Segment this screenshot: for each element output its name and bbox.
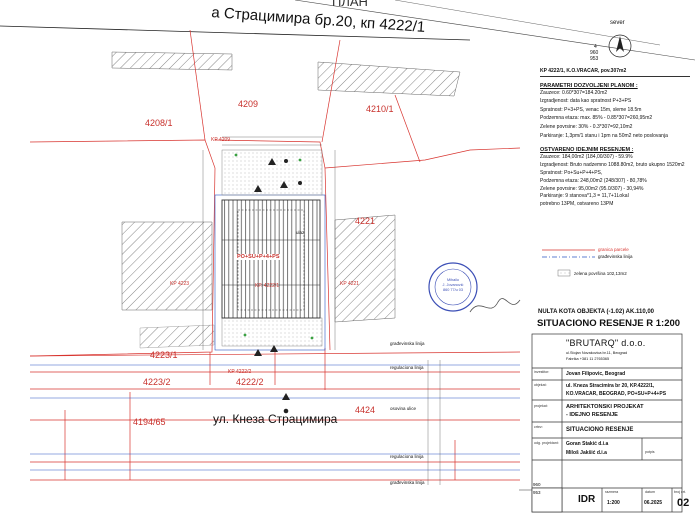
plan-param-line: Spratnost: P+3+PS, venac 15m, sleme 18.5…: [540, 106, 642, 113]
object-label: objekat:: [534, 383, 547, 387]
parcel-header: KP 4222/1, K.O.VRACAR, pov.307m2: [540, 68, 690, 77]
kp-label-4221: KP 4221: [340, 281, 360, 287]
neighbour-building-e: [334, 214, 396, 323]
plan-param-line: Izgradjenost: data kao spratnost P+3+PS: [540, 98, 632, 105]
parameters-panel: KP 4222/1, K.O.VRACAR, pov.307m2 PARAMET…: [540, 68, 690, 207]
neighbour-building-nw: [111, 51, 233, 71]
author-value-1: Goran Stakić d.i.a: [566, 441, 609, 447]
signature-label: potpis: [645, 450, 655, 454]
object-value-2: KO.VRACAR, BEOGRAD, PO+SU+P+4+PS: [566, 391, 667, 397]
north-arrow-graphic: [608, 34, 632, 58]
stamp-text-b: J. Jovanović: [442, 283, 464, 287]
firm-name: "BRUTARQ" d.o.o.: [566, 338, 646, 348]
scale-label: razmera: [605, 490, 619, 494]
parcel-label-4223-1: 4223/1: [150, 350, 178, 360]
achieved-param-line: potrebno 13PM, ostvareno 13PM: [540, 200, 614, 207]
plan-param-line: Parkiranje: 1,3pm/1 stanu i 1pm na 50m2 …: [540, 132, 668, 139]
sheet-number: 02: [677, 497, 690, 509]
neighbour-building-w: [121, 221, 213, 311]
investor-value: Jovan Filipovic, Beograd: [566, 371, 626, 377]
project-value-1: ARHITEKTONSKI PROJEKAT: [566, 404, 644, 410]
parcel-label-4194: 4194/65: [133, 417, 166, 427]
plan-param-line: Podzemna etaza: max. 85% - 0.85*307=260,…: [540, 115, 653, 122]
date-value: 06.2025: [644, 500, 663, 506]
achieved-params-title: OSTVARENO IDEJNIM RESENJEM :: [540, 147, 634, 154]
kp-label-4209: KP 4209: [211, 137, 231, 143]
label-reg-line-bottom: regulaciona linija: [390, 454, 424, 459]
achieved-param-line: Podzemna etaza: 248,00m2 (248/307) - 80,…: [540, 177, 647, 184]
kp-label-4222-1: KP. 4222/1: [255, 283, 280, 289]
stamp-text: Mihailo J. Jovanović 860 77/u 03: [433, 278, 473, 293]
label-osovina: osovina ulice: [390, 406, 417, 411]
corner-mark-a: 960: [533, 482, 541, 487]
stamp-text-c: 860 77/u 03: [442, 288, 464, 292]
neighbour-building-sw: [139, 324, 215, 349]
author-label: odg. projektant:: [534, 441, 559, 445]
phase-code: IDR: [578, 494, 596, 505]
parcel-label-4210: 4210/1: [366, 104, 394, 114]
project-value-2: - IDEJNO RESENJE: [566, 412, 618, 418]
north-scale-a: 960: [590, 50, 599, 56]
parcel-label-4424: 4424: [355, 405, 376, 415]
north-label: sever: [610, 20, 625, 26]
corner-mark-b: 953: [533, 490, 541, 495]
stamp-text-a: Mihailo: [446, 278, 460, 282]
parcel-label-4221: 4221: [355, 216, 376, 226]
firm-address-1: ul.Stojan Novakovica br.11, Beograd: [566, 351, 628, 355]
legend-label-green: zelena površina 102,13m2: [574, 271, 627, 276]
plan-params-title: PARAMETRI DOZVOLJENI PLANOM :: [540, 82, 638, 89]
neighbour-building-ne: [317, 61, 461, 97]
sheet-number-label: broj crt.: [674, 490, 686, 494]
firm-address-2: Fabrika +381 11 2765365: [566, 357, 610, 361]
top-title-fragment: ПЛАН: [332, 0, 368, 9]
plan-params-list: Zauzece: 0.60*307=184.20m2 Izgradjenost:…: [540, 90, 690, 140]
achieved-param-line: Izgradjenost: Bruto nadzemno 1088.80m2, …: [540, 161, 685, 168]
signature-scribble: [469, 298, 521, 313]
parcel-label-4208: 4208/1: [145, 118, 173, 128]
label-ulaz: ulaz: [296, 230, 305, 235]
project-label: projekat:: [534, 404, 548, 408]
label-grad-line-bottom: građevinska linija: [390, 480, 425, 485]
zero-elevation-note: NULTA KOTA OBJEKTA (-1.02) AK.110,00: [538, 309, 655, 315]
achieved-param-line: Parkiranje: 9 stanova*1,3 = 11,7+1LokaI: [540, 193, 629, 200]
north-scale-num: 4: [594, 44, 597, 50]
yard-green-area-south: [221, 317, 323, 347]
label-reg-line-top: regulaciona linija: [390, 365, 424, 370]
label-grad-line-top: građevinska linija: [390, 341, 425, 346]
achieved-param-line: Zelene povrsine: 95,00m2 (95.0/307) - 30…: [540, 185, 644, 192]
investor-label: investitor:: [534, 370, 550, 374]
kp-label-4222-2: KP 4222/2: [228, 369, 252, 375]
author-value-2: Miloš Jakšić d.i.a: [566, 450, 607, 456]
achieved-param-line: Zauzece: 184,00m2 (184,00/307) - 59.9%: [540, 154, 633, 161]
achieved-param-line: Spratnost: Po+Su+P+4+PS,: [540, 170, 603, 177]
plan-param-line: Zauzece: 0.60*307=184.20m2: [540, 89, 608, 96]
north-scale-b: 953: [590, 56, 599, 62]
parcel-label-4209: 4209: [238, 99, 259, 109]
scale-value: 1:200: [607, 500, 620, 506]
plan-param-line: Zelene povrsine: 30% - 0.3*307=92,10m2: [540, 123, 633, 130]
sheet-label: crtez:: [534, 425, 543, 429]
parcel-label-4222-2: 4222/2: [236, 377, 264, 387]
date-label: datum: [645, 490, 655, 494]
plan-heading: SITUACIONO RESENJE R 1:200: [537, 318, 681, 329]
object-value-1: ul. Kneza Stracimira br 20, KP.4222/1,: [566, 383, 655, 389]
official-seal: [428, 262, 478, 312]
parcel-label-4223-2: 4223/2: [143, 377, 171, 387]
achieved-params-list: Zauzece: 184,00m2 (184,00/307) - 59.9% I…: [540, 154, 690, 207]
street-name: ул. Кнеза Страцимира: [213, 412, 338, 426]
kp-label-4223: KP 4223: [170, 281, 190, 287]
sheet-value: SITUACIONO RESENJE: [566, 427, 634, 433]
legend-label-parcel: granica parcele: [598, 247, 629, 252]
building-floors-label: PO+SU+P+4+PS: [236, 254, 281, 260]
legend-label-building-line: građevinska linija: [598, 254, 633, 259]
yard-green-area: [221, 149, 323, 196]
